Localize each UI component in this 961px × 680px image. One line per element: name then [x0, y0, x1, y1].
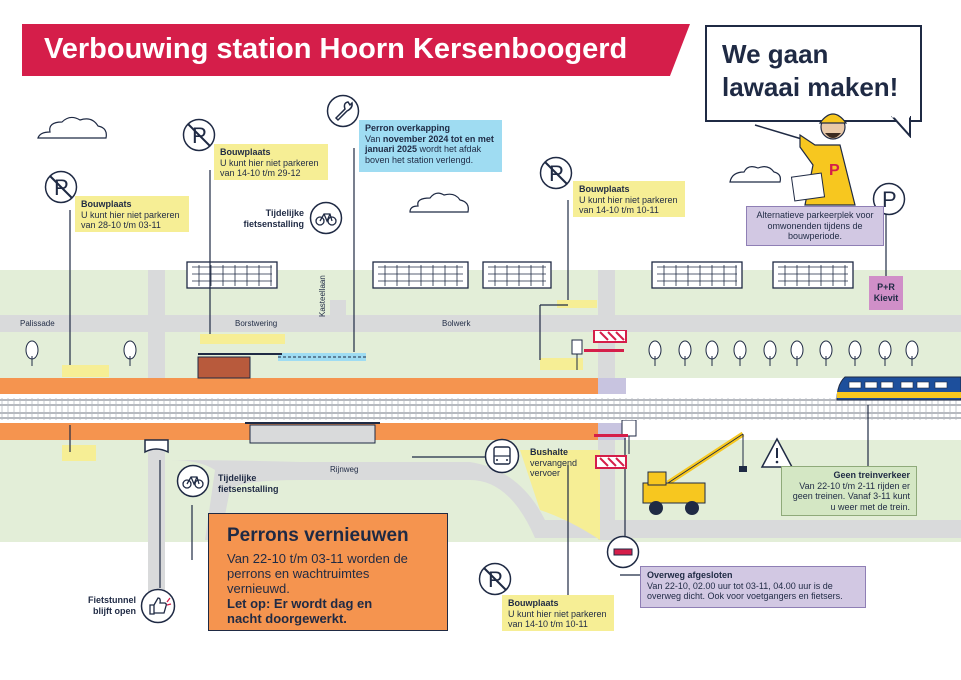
- pr-leader: [885, 214, 887, 276]
- bicycle-icon: [176, 464, 210, 498]
- perron-overkapping-box: Perron overkapping Van november 2024 tot…: [359, 120, 502, 172]
- thumbs-up-icon: [140, 588, 176, 624]
- bouwplaats-box-1: Bouwplaats U kunt hier niet parkeren van…: [75, 196, 189, 232]
- label-bike-tunnel: Fietstunnel blijft open: [87, 595, 136, 616]
- bus-icon: [484, 438, 520, 474]
- street-rijnweg: Rijnweg: [330, 465, 359, 474]
- no-parking-icon: P: [539, 156, 573, 190]
- train-icon: [836, 376, 961, 401]
- svg-text:P: P: [829, 162, 840, 179]
- no-entry-icon: [606, 535, 640, 569]
- label-bus-sub: vervangend vervoer: [530, 458, 578, 478]
- no-parking-icon: P: [478, 562, 512, 596]
- bouwplaats-box-4: Bouwplaats U kunt hier niet parkeren van…: [502, 595, 614, 631]
- street-bolwerk: Bolwerk: [442, 319, 471, 328]
- street-palissade: Palissade: [20, 319, 55, 328]
- label-bike-parking-top: Tijdelijke fietsenstalling: [243, 208, 304, 229]
- speech-text: We gaan lawaai maken!: [722, 39, 899, 102]
- title-banner: [22, 24, 690, 76]
- page-title: Verbouwing station Hoorn Kersenboogerd: [44, 33, 628, 65]
- worker-icon: P: [754, 113, 856, 206]
- label-bus-stop: Bushalte: [530, 447, 569, 457]
- perrons-vernieuwen-box: Perrons vernieuwen Van 22-10 t/m 03-11 w…: [208, 513, 448, 631]
- geen-treinverkeer-box: Geen treinverkeer Van 22-10 t/m 2-11 rij…: [781, 466, 917, 516]
- crossing-barrier: [571, 330, 627, 370]
- svg-text:P: P: [882, 187, 897, 212]
- bouwplaats-box-2: Bouwplaats U kunt hier niet parkeren van…: [214, 144, 328, 180]
- alternative-parking-box: Alternatieve parkeerplek voor omwonenden…: [746, 206, 884, 246]
- street-kasteellaan: Kasteellaan: [318, 275, 327, 317]
- bicycle-icon: [309, 201, 343, 235]
- wrench-icon: [326, 94, 360, 128]
- pr-kievit-box: P+R Kievit: [869, 276, 903, 310]
- crossing-barrier: [594, 420, 637, 469]
- speech-tail: [891, 116, 911, 138]
- speech-bubble: [705, 25, 922, 122]
- street-borstwering: Borstwering: [235, 319, 278, 328]
- crane-icon: [642, 431, 747, 515]
- label-bike-parking-bottom: Tijdelijke fietsenstalling: [218, 473, 279, 494]
- bouwplaats-box-3: Bouwplaats U kunt hier niet parkeren van…: [573, 181, 685, 217]
- warning-icon: [760, 437, 794, 468]
- overweg-box: Overweg afgesloten Van 22-10, 02.00 uur …: [640, 566, 866, 608]
- no-parking-icon: P: [44, 170, 78, 204]
- no-parking-icon: P: [182, 118, 216, 152]
